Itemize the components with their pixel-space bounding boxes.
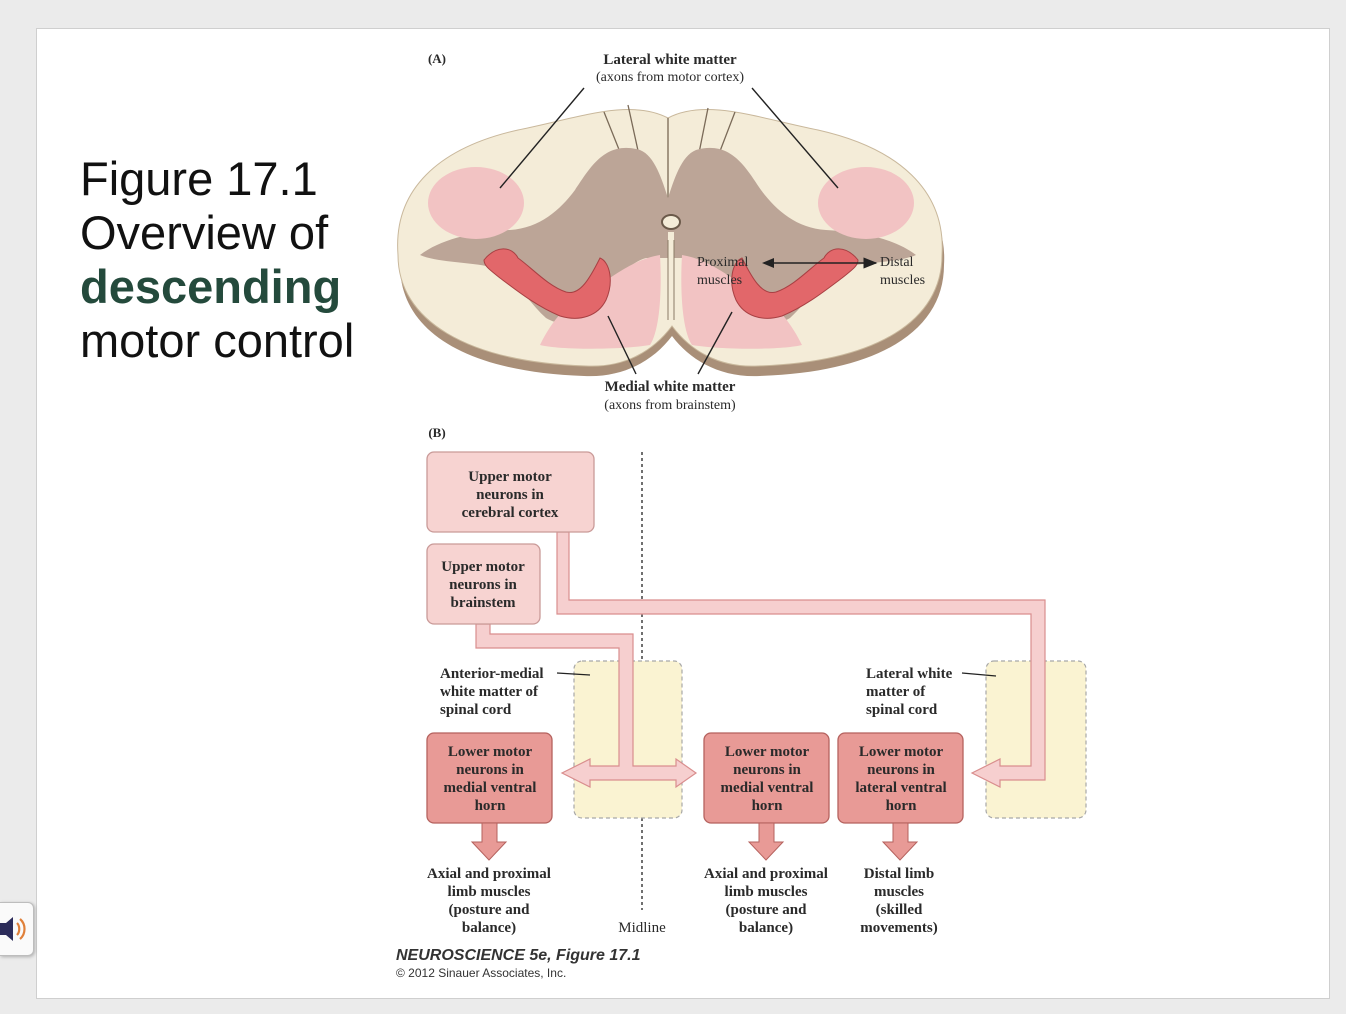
umn-brainstem-line-1: Upper motor — [441, 559, 525, 575]
lmn-lateral-line-4: horn — [886, 798, 918, 814]
lmn-medial-right-line-1: Lower motor — [725, 744, 810, 760]
down-arrow-middle — [747, 822, 785, 861]
lateral-white-matter-label: Lateral white matter — [603, 52, 737, 68]
brainstem-pathway — [475, 623, 698, 789]
umn-brainstem-line-2: neurons in — [449, 577, 517, 593]
lateral-white-matter-sub: (axons from motor cortex) — [596, 70, 744, 85]
lmn-medial-left-line-1: Lower motor — [448, 744, 533, 760]
distal-muscles-label-1: Distal — [880, 255, 914, 270]
axial-left-line-4: balance) — [462, 920, 516, 936]
cortical-pathway — [556, 531, 1046, 788]
distal-line-2: muscles — [874, 884, 924, 900]
distal-muscles-label-2: muscles — [880, 273, 925, 288]
umn-brainstem-box — [426, 543, 541, 625]
lmn-lateral-line-1: Lower motor — [859, 744, 944, 760]
proximal-muscles-label-2: muscles — [697, 273, 742, 288]
lateral-white-line-1: Lateral white — [866, 666, 953, 682]
axial-right-line-2: limb muscles — [725, 884, 808, 900]
lmn-medial-left-line-2: neurons in — [456, 762, 524, 778]
lmn-lateral-line-3: lateral ventral — [855, 780, 946, 796]
distal-line-1: Distal limb — [864, 866, 934, 882]
anterior-medial-line-1: Anterior-medial — [440, 666, 544, 682]
proximal-muscles-label-1: Proximal — [697, 255, 748, 270]
anterior-medial-line-2: white matter of — [440, 684, 539, 700]
spinal-cord-cross-section — [397, 87, 945, 377]
axial-right-line-1: Axial and proximal — [704, 866, 828, 882]
axial-right-line-3: (posture and — [726, 902, 808, 918]
distal-line-3: (skilled — [876, 902, 923, 918]
title-line-1: Figure 17.1 — [80, 152, 318, 205]
medial-white-matter-label: Medial white matter — [605, 379, 736, 395]
panel-a-tag: (A) — [428, 51, 446, 66]
title-line-4: motor control — [80, 314, 355, 367]
arm-illustration-left — [483, 248, 611, 319]
umn-cortex-line-1: Upper motor — [468, 469, 552, 485]
midline-label: Midline — [618, 920, 666, 936]
arm-illustration-right — [731, 248, 859, 319]
lmn-medial-right-line-4: horn — [752, 798, 784, 814]
umn-cortex-line-3: cerebral cortex — [462, 505, 559, 521]
credit-copyright: © 2012 Sinauer Associates, Inc. — [396, 966, 566, 980]
lateral-white-line-3: spinal cord — [866, 702, 938, 718]
down-arrow-right — [881, 822, 919, 861]
umn-cortex-line-2: neurons in — [476, 487, 544, 503]
anterior-medial-line-3: spinal cord — [440, 702, 512, 718]
credit-book: NEUROSCIENCE 5e, Figure 17.1 — [396, 947, 641, 964]
axial-left-line-1: Axial and proximal — [427, 866, 551, 882]
slide-title: Figure 17.1 Overview of descending motor… — [80, 152, 400, 368]
title-highlight: descending — [80, 260, 342, 313]
lmn-medial-right-line-3: medial ventral — [721, 780, 814, 796]
panel-b-tag: (B) — [428, 425, 445, 440]
axial-left-line-2: limb muscles — [448, 884, 531, 900]
lmn-lateral-line-2: neurons in — [867, 762, 935, 778]
umn-cortex-box — [426, 451, 595, 533]
lateral-white-line-2: matter of — [866, 684, 926, 700]
umn-brainstem-line-3: brainstem — [451, 595, 517, 611]
title-line-2: Overview of — [80, 206, 329, 259]
lmn-medial-right-line-2: neurons in — [733, 762, 801, 778]
audio-button[interactable] — [0, 902, 34, 956]
lmn-medial-left-line-4: horn — [475, 798, 507, 814]
distal-line-4: movements) — [860, 920, 937, 936]
lmn-medial-left-line-3: medial ventral — [444, 780, 537, 796]
medial-white-matter-sub: (axons from brainstem) — [604, 398, 736, 413]
down-arrow-left — [470, 822, 508, 861]
speaker-icon — [0, 917, 26, 941]
axial-right-line-4: balance) — [739, 920, 793, 936]
axial-left-line-3: (posture and — [449, 902, 531, 918]
